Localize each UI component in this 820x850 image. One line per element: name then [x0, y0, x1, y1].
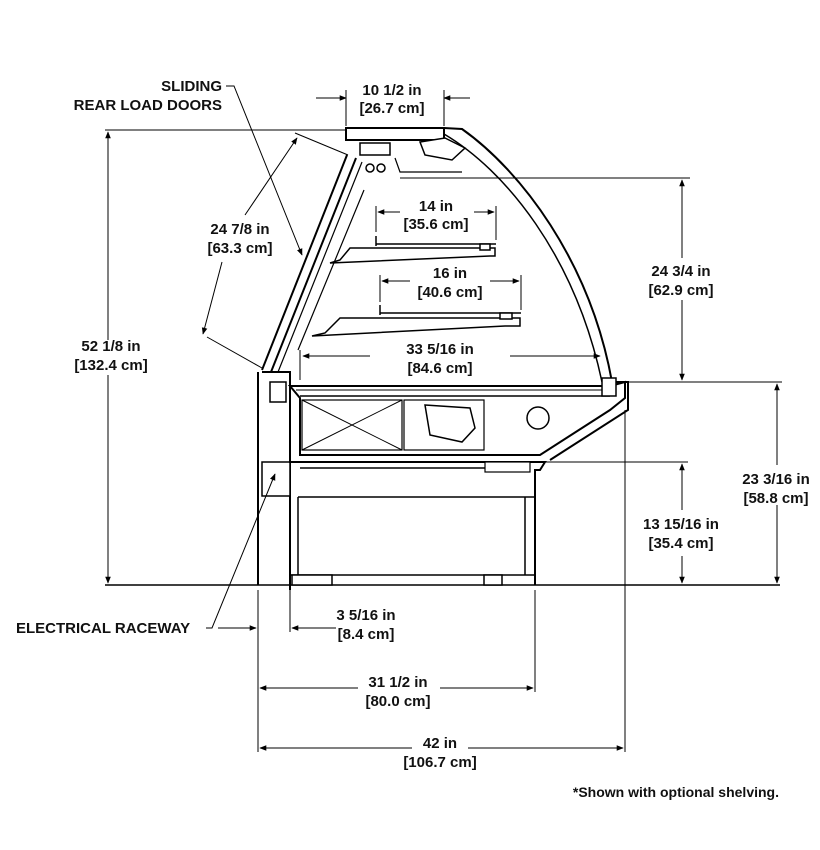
top-width-in: 10 1/2 in — [362, 82, 421, 99]
base-depth-in: 31 1/2 in — [368, 674, 427, 691]
deck-depth-in: 33 5/16 in — [406, 341, 474, 358]
upper-shelf-in: 14 in — [419, 198, 453, 215]
sliding-label-line2: REAR LOAD DOORS — [74, 97, 222, 114]
base-depth-cm: [80.0 cm] — [365, 693, 430, 710]
lower-shelf — [311, 305, 521, 337]
glass-height-in: 24 3/4 in — [651, 263, 710, 280]
electrical-raceway-leader — [206, 473, 276, 629]
deck-depth-cm: [84.6 cm] — [407, 360, 472, 377]
lower-shelf-cm: [40.6 cm] — [417, 284, 482, 301]
base-height-cm: [35.4 cm] — [648, 535, 713, 552]
sliding-label-line1: SLIDING — [161, 78, 222, 95]
display-case-outline — [105, 127, 780, 590]
upper-shelf — [329, 236, 496, 264]
overall-depth-cm: [106.7 cm] — [403, 754, 476, 771]
total-height-cm: [132.4 cm] — [74, 357, 147, 374]
door-length-in: 24 7/8 in — [210, 221, 269, 238]
glass-height-cm: [62.9 cm] — [648, 282, 713, 299]
total-height-in: 52 1/8 in — [81, 338, 140, 355]
electrical-raceway-label: ELECTRICAL RACEWAY — [16, 620, 190, 637]
base-height-in: 13 15/16 in — [643, 516, 719, 533]
shelving-note: *Shown with optional shelving. — [573, 784, 779, 800]
raceway-width-cm: [8.4 cm] — [338, 626, 395, 643]
door-length-dim — [244, 137, 298, 216]
lower-shelf-in: 16 in — [433, 265, 467, 282]
counter-height-in: 23 3/16 in — [742, 471, 810, 488]
upper-shelf-cm: [35.6 cm] — [403, 216, 468, 233]
top-width-cm: [26.7 cm] — [359, 100, 424, 117]
overall-depth-in: 42 in — [423, 735, 457, 752]
sliding-doors-leader — [226, 85, 303, 256]
door-length-cm: [63.3 cm] — [207, 240, 272, 257]
counter-height-cm: [58.8 cm] — [743, 490, 808, 507]
raceway-width-in: 3 5/16 in — [336, 607, 395, 624]
